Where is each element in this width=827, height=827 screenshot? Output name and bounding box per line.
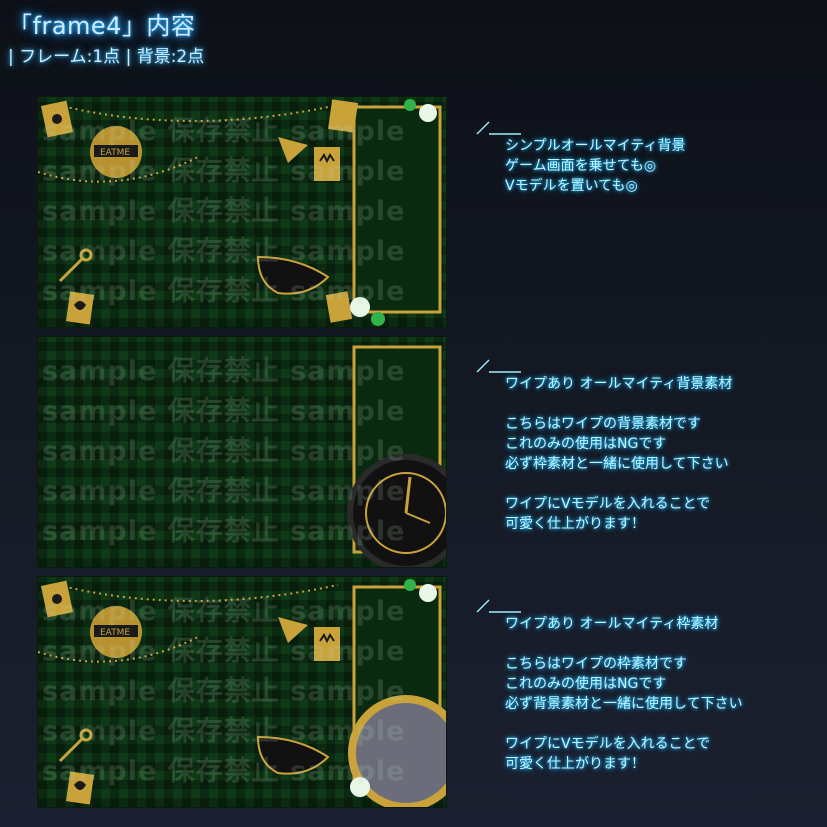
rose-icon (350, 297, 385, 326)
description-line: こちらはワイプの枠素材です (505, 656, 687, 672)
description-block: ワイプあり オールマイティ背景素材 こちらはワイプの背景素材です これのみの使用… (475, 358, 815, 534)
card-spade-icon (328, 99, 358, 133)
description-line: ワイプあり オールマイティ枠素材 (505, 616, 719, 632)
preview-panel-wipe-background: sample 保存禁止 sample sample 保存禁止 sample sa… (38, 337, 446, 567)
description-line: 必ず枠素材と一緒に使用して下さい (505, 456, 729, 472)
card-spade-icon (40, 100, 74, 138)
rose-icon (404, 99, 437, 122)
description-block: ワイプあり オールマイティ枠素材 こちらはワイプの枠素材です これのみの使用はN… (475, 598, 815, 774)
key-icon (58, 248, 93, 283)
description-block: シンプルオールマイティ背景 ゲーム画面を乗せても◎ Vモデルを置いても◎ (475, 120, 815, 196)
slash-decoration (476, 359, 521, 373)
trumpet-icon (278, 137, 308, 163)
panel-artwork: EATME (38, 579, 446, 807)
description-line: こちらはワイプの背景素材です (505, 416, 701, 432)
slash-decoration (476, 599, 521, 613)
clock-icon (348, 695, 446, 807)
panel-artwork (347, 345, 446, 567)
description-line: これのみの使用はNGです (505, 676, 667, 692)
description-line: Vモデルを置いても◎ (505, 178, 638, 194)
slash-decoration (476, 121, 521, 135)
description-line: 可愛く仕上がります！ (505, 516, 645, 532)
svg-text:EATME: EATME (100, 628, 130, 638)
description-line: ワイプにVモデルを入れることで (505, 496, 711, 512)
description-line: これのみの使用はNGです (505, 436, 667, 452)
description-line: 必ず背景素材と一緒に使用して下さい (505, 696, 743, 712)
clock-icon (347, 454, 446, 567)
teacup-icon (256, 735, 330, 775)
preview-panel-wipe-frame: EATME sample 保存禁止 sample (38, 577, 446, 807)
description-line: ゲーム画面を乗せても◎ (505, 158, 657, 174)
svg-text:EATME: EATME (100, 148, 130, 158)
key-icon (58, 728, 93, 763)
description-line: 可愛く仕上がります！ (505, 756, 645, 772)
description-line: ワイプあり オールマイティ背景素材 (505, 376, 733, 392)
card-spade-icon (40, 580, 74, 618)
card-club-icon (325, 291, 353, 323)
teacup-icon (256, 255, 330, 295)
preview-panel-background: EATME sam (38, 97, 446, 327)
rose-icon (350, 777, 370, 797)
description-line: ワイプにVモデルを入れることで (505, 736, 711, 752)
card-heart-icon (66, 291, 94, 325)
rose-icon (404, 579, 437, 602)
description-line: シンプルオールマイティ背景 (505, 138, 686, 154)
eatme-cookie-icon: EATME (90, 126, 142, 178)
crown-card-icon (314, 627, 340, 661)
panel-artwork: EATME (38, 99, 442, 326)
header-title: 「frame4」内容 (8, 12, 196, 40)
crown-card-icon (314, 147, 340, 181)
card-heart-icon (66, 771, 94, 805)
eatme-cookie-icon: EATME (90, 606, 142, 658)
header-subtitle: | フレーム:1点 | 背景:2点 (8, 47, 205, 67)
trumpet-icon (278, 617, 308, 643)
